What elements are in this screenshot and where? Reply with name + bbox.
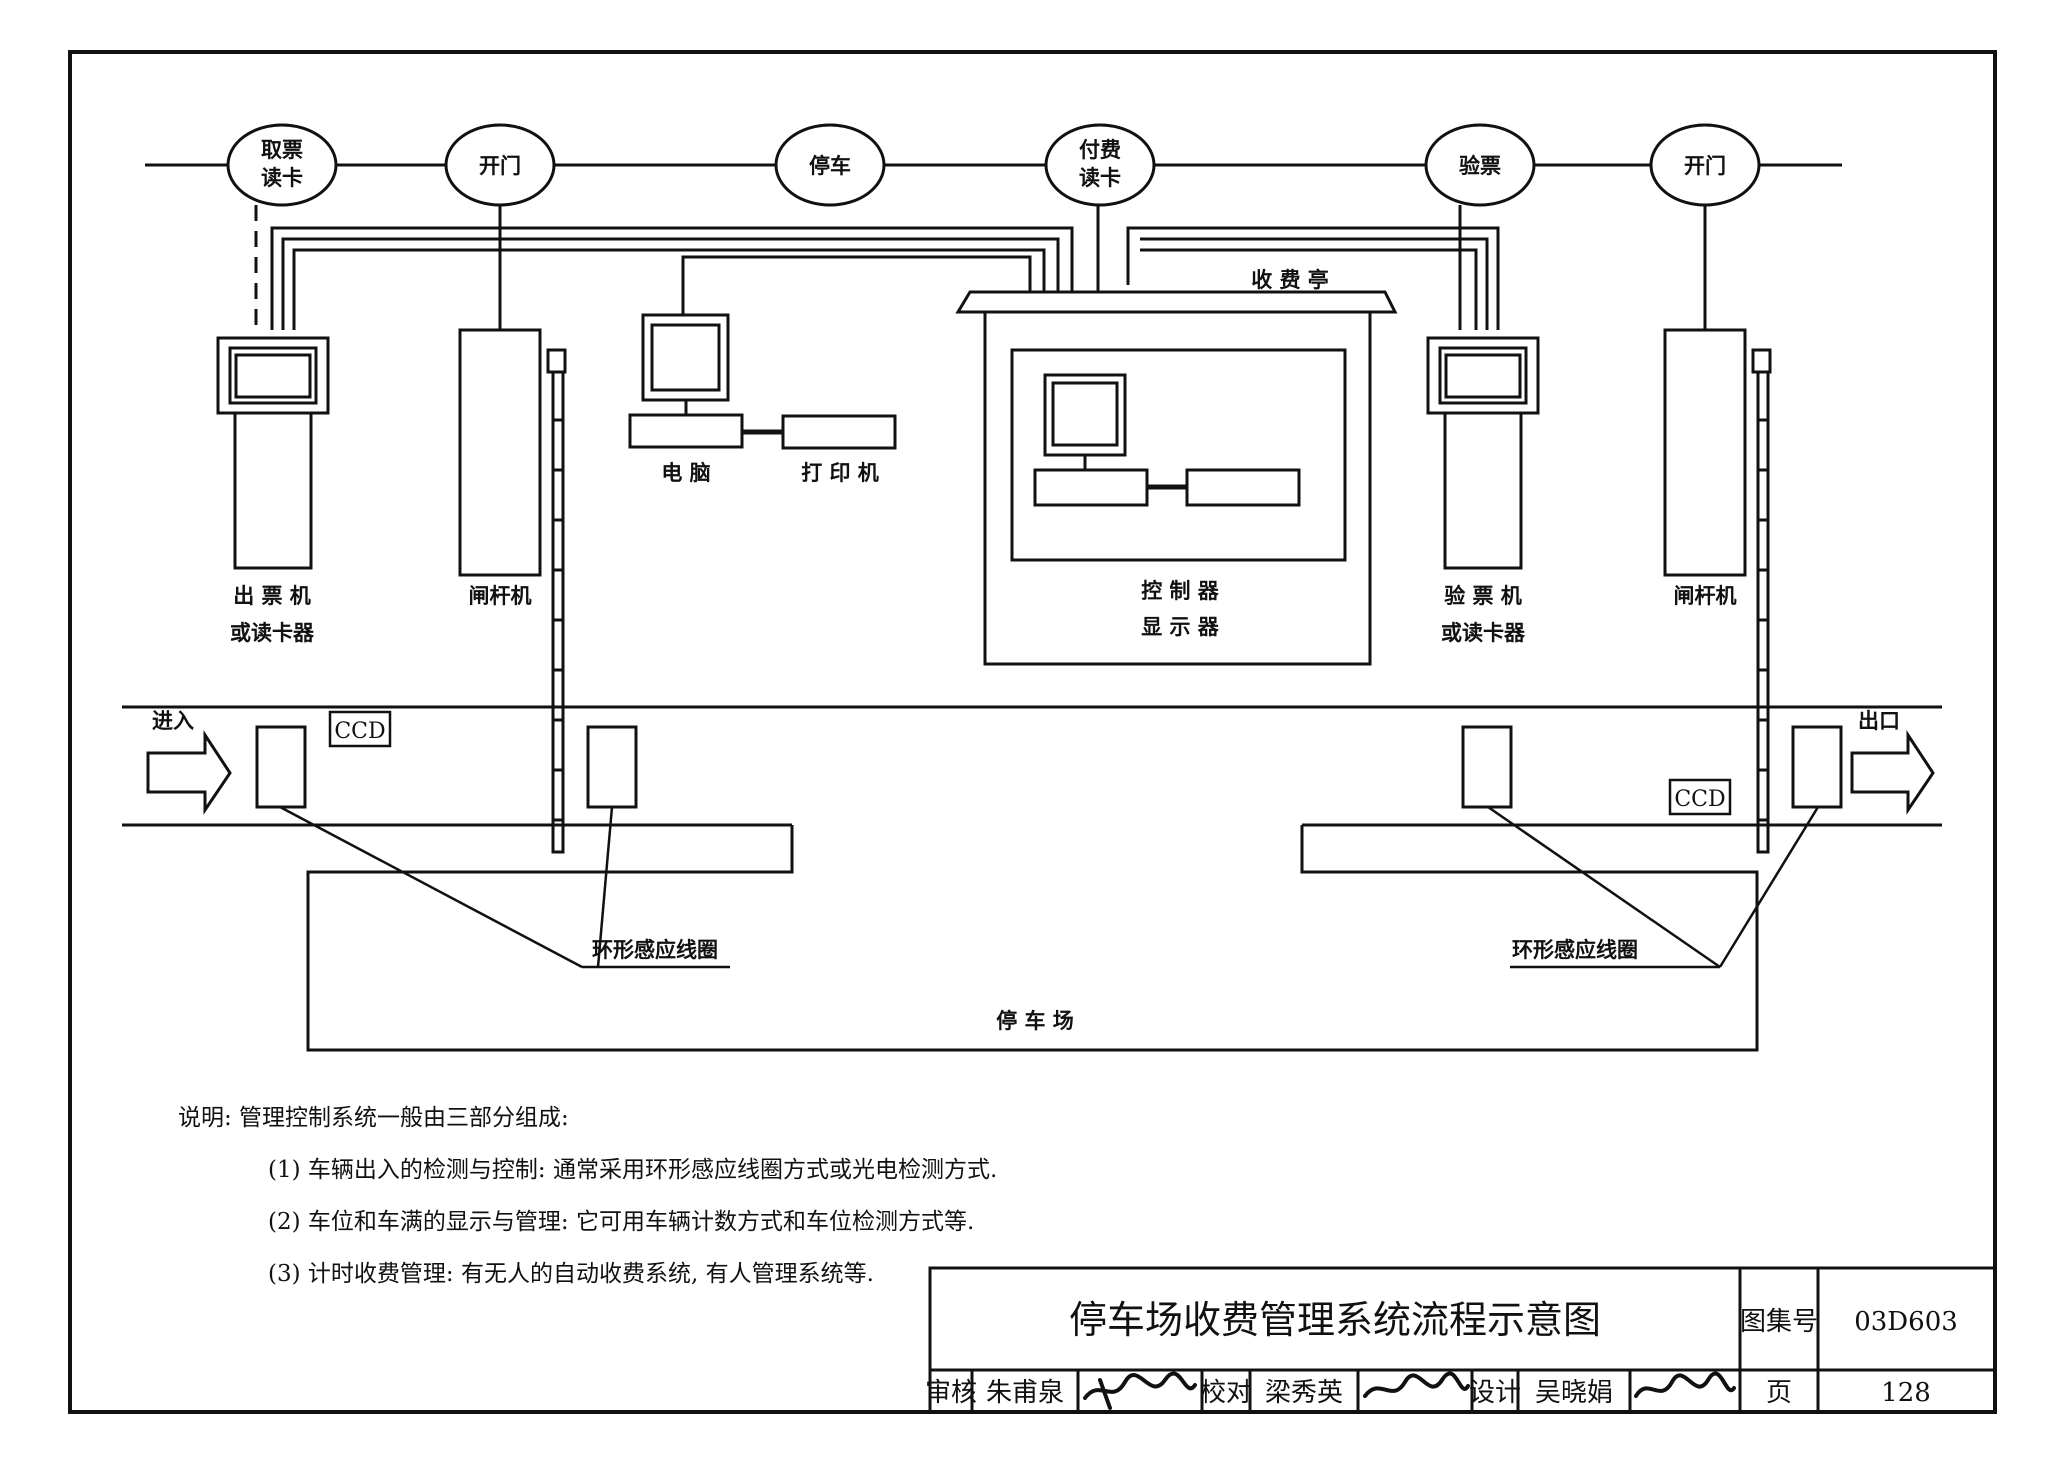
- ccd-right-label: CCD: [1674, 787, 1725, 812]
- road: [122, 705, 1942, 1052]
- check-label: 校对: [1200, 1378, 1252, 1408]
- booth-title: 收 费 亭: [1251, 267, 1329, 292]
- loop-leader-lines: [279, 805, 1820, 969]
- ccd-left-label: CCD: [334, 719, 385, 744]
- flow-node-label: 开门: [1684, 153, 1726, 178]
- computer-label: 电 脑: [661, 460, 710, 485]
- flow-node-open-exit: 开门: [1649, 123, 1761, 207]
- signature-designer: [1634, 1371, 1736, 1398]
- note-item: (1) 车辆出入的检测与控制: 通常采用环形感应线圈方式或光电检测方式.: [268, 1157, 997, 1183]
- entry-label: 进入: [152, 708, 194, 733]
- exit-arrow-icon: [1850, 729, 1935, 815]
- ticket-validator: [1426, 336, 1540, 570]
- atlas-number: 03D603: [1854, 1307, 1958, 1337]
- flow-node-label: 读卡: [261, 165, 303, 190]
- flow-node-label: 付费: [1079, 137, 1121, 162]
- printer-label: 打 印 机: [801, 460, 879, 485]
- controller-label: 显 示 器: [1141, 614, 1220, 639]
- validator-label: 或读卡器: [1441, 620, 1526, 645]
- entry-arrow-icon: [146, 729, 232, 815]
- ticket-machine-label: 或读卡器: [230, 620, 315, 645]
- note-item: (2) 车位和车满的显示与管理: 它可用车辆计数方式和车位检测方式等.: [268, 1209, 974, 1235]
- loop-right-label: 环形感应线圈: [1512, 937, 1638, 962]
- flow-node-label: 停车: [809, 153, 851, 178]
- barrier-left-label: 闸杆机: [469, 583, 532, 608]
- barrier-gate-right: [1663, 328, 1772, 854]
- exit-label: 出口: [1858, 708, 1900, 733]
- atlas-label: 图集号: [1740, 1307, 1818, 1337]
- flow-node-label: 取票: [261, 137, 303, 162]
- ticket-machine: [216, 336, 330, 570]
- note-item: (3) 计时收费管理: 有无人的自动收费系统, 有人管理系统等.: [268, 1261, 874, 1287]
- loop-left-label: 环形感应线圈: [592, 937, 718, 962]
- barrier-gate-left: [458, 328, 567, 854]
- notes-heading: 说明: 管理控制系统一般由三部分组成:: [178, 1105, 569, 1131]
- flow-node-validate: 验票: [1424, 123, 1536, 207]
- ticket-machine-label: 出 票 机: [233, 583, 311, 608]
- parking-lot-label: 停 车 场: [996, 1008, 1074, 1033]
- printer: [781, 414, 897, 450]
- flow-node-label: 开门: [479, 153, 521, 178]
- flow-node-label: 验票: [1459, 153, 1501, 178]
- flow-node-open-entry: 开门: [444, 123, 556, 207]
- ccd-camera-right: CCD: [1668, 778, 1732, 816]
- barrier-right-label: 闸杆机: [1674, 583, 1737, 608]
- checker-name: 梁秀英: [1265, 1378, 1343, 1408]
- computer: [628, 313, 744, 449]
- page-number: 128: [1881, 1378, 1931, 1408]
- validator-label: 验 票 机: [1444, 583, 1522, 608]
- flow-node-pay: 付费 读卡: [1044, 123, 1156, 207]
- cables: [254, 205, 1707, 330]
- review-label: 审核: [925, 1378, 977, 1408]
- flow-node-label: 读卡: [1079, 165, 1121, 190]
- reviewer-name: 朱甫泉: [986, 1378, 1064, 1408]
- flow-node-ticket: 取票 读卡: [226, 123, 338, 207]
- flow-node-park: 停车: [774, 123, 886, 207]
- loop-detectors: [255, 725, 1843, 809]
- designer-name: 吴晓娟: [1535, 1378, 1613, 1408]
- drawing-title: 停车场收费管理系统流程示意图: [1069, 1298, 1601, 1342]
- signature-reviewer: [1083, 1371, 1197, 1410]
- ccd-camera-left: CCD: [328, 710, 392, 748]
- signature-checker: [1363, 1371, 1470, 1398]
- title-block: [928, 1266, 1997, 1414]
- controller-label: 控 制 器: [1141, 578, 1220, 603]
- design-label: 设计: [1469, 1378, 1521, 1408]
- page-label: 页: [1766, 1378, 1792, 1408]
- toll-booth: [955, 290, 1398, 666]
